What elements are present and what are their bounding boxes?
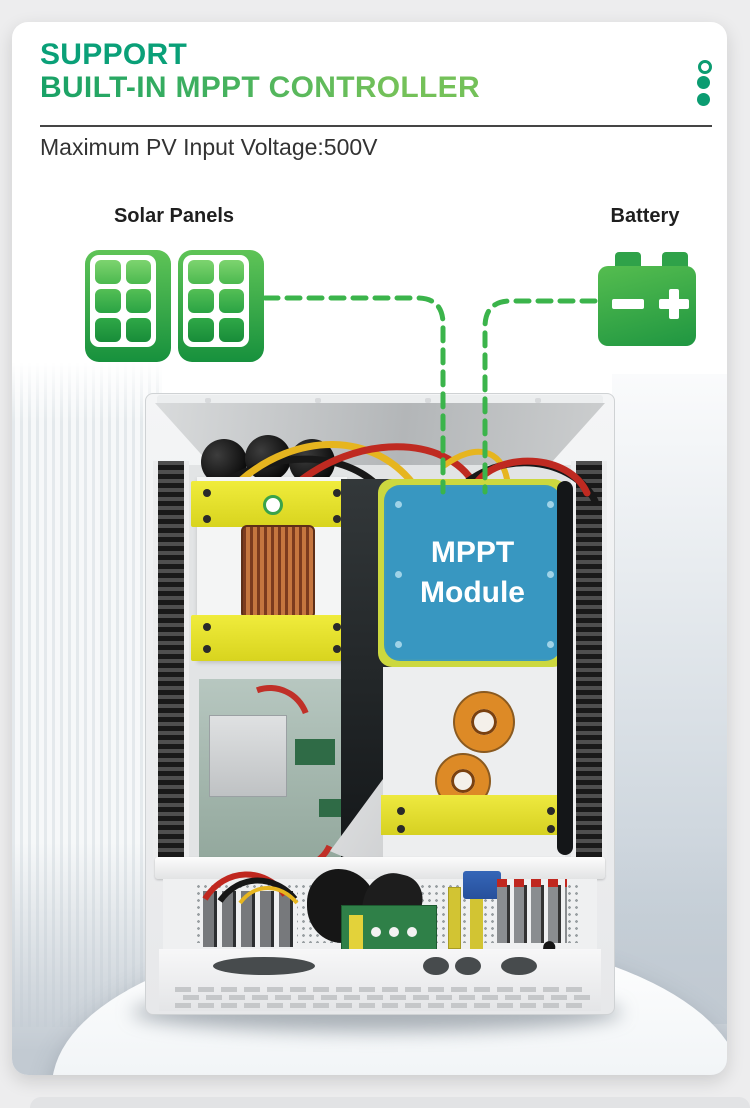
solar-panels-label: Solar Panels <box>113 205 235 227</box>
solar-cell <box>188 260 214 284</box>
solar-cell <box>95 260 121 284</box>
dots-ornament-filled-icon <box>697 76 710 89</box>
terminal-block-left <box>203 891 297 947</box>
black-cable-right <box>557 481 573 855</box>
green-label-sticker <box>263 495 283 515</box>
blue-capacitor <box>463 871 501 899</box>
capacitor-cylinder <box>245 435 291 481</box>
solar-cell <box>125 289 151 313</box>
solar-cell <box>95 318 121 342</box>
mppt-label-line-1: MPPT <box>430 536 515 569</box>
metal-bracket <box>209 715 287 797</box>
yellow-bracket <box>381 795 563 835</box>
heatsink-left <box>153 461 189 875</box>
feature-card: SUPPORT BUILT-IN MPPT CONTROLLER Maximum… <box>12 22 727 1075</box>
solar-cell <box>125 318 151 342</box>
battery-terminal-tab <box>662 252 688 268</box>
pcb-relay-dots <box>371 927 381 937</box>
plus-terminal-icon <box>669 289 679 319</box>
solar-panel-icon <box>85 250 171 362</box>
subtitle-max-pv-voltage: Maximum PV Input Voltage:500V <box>40 134 378 160</box>
plate-screws <box>203 489 211 497</box>
solar-panel-cells <box>183 255 249 347</box>
minus-terminal-icon <box>612 299 644 309</box>
title-line-2: BUILT-IN MPPT CONTROLLER <box>40 71 480 104</box>
page-title: SUPPORT BUILT-IN MPPT CONTROLLER <box>40 38 480 104</box>
solar-cell <box>188 289 214 313</box>
copper-coil <box>241 525 315 619</box>
cable-cutout <box>501 957 537 975</box>
battery-label: Battery <box>610 205 680 227</box>
mppt-screws <box>395 501 402 508</box>
solar-panel-icon <box>178 250 264 362</box>
plate-screws <box>203 623 211 631</box>
pcb-yellow-transformer <box>349 915 363 949</box>
terminal-block-right <box>497 879 567 943</box>
vent-slots <box>175 987 585 992</box>
transformer-plate-bottom <box>191 615 351 661</box>
solar-cell <box>218 318 244 342</box>
vent-slots <box>183 995 593 1000</box>
solar-cell <box>95 289 121 313</box>
cable-cutout <box>455 957 481 975</box>
standoff-bars <box>448 887 461 949</box>
heatsink-right <box>571 461 607 875</box>
dots-ornament-hollow-icon <box>698 60 712 74</box>
cable-cutout <box>423 957 449 975</box>
solar-cell <box>218 289 244 313</box>
toroid-coil <box>455 693 513 751</box>
cable-cutout <box>213 957 315 975</box>
bracket-screws <box>397 807 405 815</box>
mppt-module-overlay: MPPT Module <box>384 485 561 661</box>
vent-slots <box>175 1003 585 1008</box>
dots-ornament-filled-icon <box>697 93 710 106</box>
battery-icon <box>598 266 696 346</box>
solar-cell <box>218 260 244 284</box>
bottom-front-panel <box>159 949 601 1011</box>
title-line-1: SUPPORT <box>40 38 188 71</box>
header-divider <box>40 125 712 127</box>
pcb-component <box>295 739 335 765</box>
battery-terminal-tab <box>615 252 641 268</box>
case-top-screw-tabs <box>205 398 211 403</box>
solar-cell <box>125 260 151 284</box>
solar-cell <box>188 318 214 342</box>
solar-panel-cells <box>90 255 156 347</box>
mppt-label-line-2: Module <box>420 576 525 609</box>
next-section-card <box>30 1097 750 1108</box>
inverter-internal-photo: MPPT Module <box>145 393 615 1015</box>
